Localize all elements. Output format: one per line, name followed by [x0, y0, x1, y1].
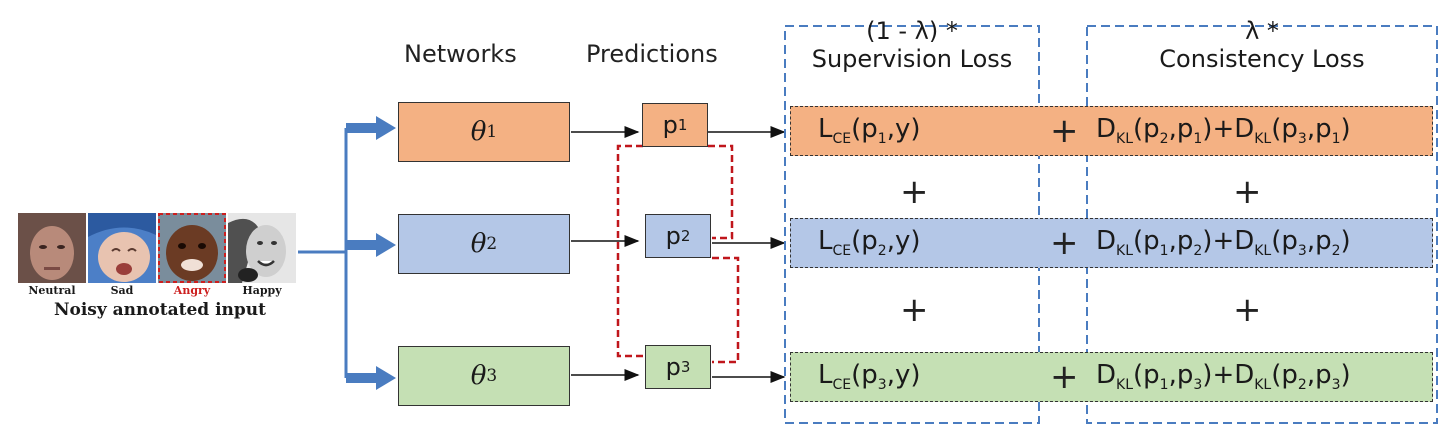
consistency-loss-term-1: DKL(p2,p1)+DKL(p3,p1)	[1096, 114, 1351, 148]
plus-sign-consistency-2: +	[1233, 290, 1262, 330]
plus-sign-row-2: +	[1050, 223, 1079, 263]
supervision-header: (1 - λ) * Supervision Loss	[786, 18, 1038, 72]
network-index: 1	[486, 122, 498, 142]
network-symbol: θ	[470, 361, 487, 391]
plus-sign-supervision-1: +	[900, 172, 929, 212]
face-image-angry	[158, 213, 226, 283]
consistency-loss-term-2: DKL(p1,p2)+DKL(p3,p2)	[1096, 226, 1351, 260]
plus-sign-row-1: +	[1050, 111, 1079, 151]
supervision-loss-term-3: LCE(p3,y)	[818, 360, 921, 394]
supervision-weight: (1 - λ) *	[866, 17, 958, 45]
plus-sign-row-3: +	[1050, 357, 1079, 397]
plus-sign-supervision-2: +	[900, 290, 929, 330]
face-image-happy	[228, 213, 296, 283]
supervision-title: Supervision Loss	[811, 45, 1013, 73]
consistency-title: Consistency Loss	[1159, 45, 1365, 73]
network-symbol: θ	[470, 117, 487, 147]
network-symbol: θ	[470, 229, 487, 259]
face-label-sad: Sad	[110, 284, 134, 297]
loss-row-3	[790, 352, 1433, 402]
supervision-loss-term-2: LCE(p2,y)	[818, 226, 921, 260]
networks-header: Networks	[404, 40, 517, 68]
loss-row-1	[790, 106, 1433, 156]
face-label-angry: Angry	[173, 284, 211, 297]
network-to-prediction-arrows	[571, 126, 640, 381]
consistency-weight: λ *	[1245, 17, 1279, 45]
loss-row-2	[790, 218, 1433, 268]
prediction-index: 3	[680, 358, 691, 376]
branch-arrow-2	[346, 233, 396, 257]
face-label-happy: Happy	[242, 284, 282, 297]
face-image-sad	[88, 213, 156, 283]
predictions-header: Predictions	[586, 40, 718, 68]
network-index: 2	[486, 234, 498, 254]
prediction-symbol: p	[665, 222, 681, 250]
prediction-symbol: p	[662, 111, 678, 139]
branch-arrow-3	[346, 366, 396, 390]
consistency-links	[616, 144, 740, 364]
input-caption: Noisy annotated input	[53, 300, 267, 320]
prediction-index: 1	[677, 116, 688, 134]
consistency-header: λ * Consistency Loss	[1088, 18, 1436, 72]
face-label-neutral: Neutral	[28, 284, 76, 297]
input-branch-arrows	[298, 116, 396, 390]
prediction-to-loss-arrows	[708, 126, 786, 383]
consistency-loss-term-3: DKL(p1,p3)+DKL(p2,p3)	[1096, 360, 1351, 394]
prediction-symbol: p	[665, 353, 681, 381]
network-index: 3	[486, 366, 498, 386]
face-image-neutral	[18, 213, 86, 283]
plus-sign-consistency-1: +	[1233, 172, 1262, 212]
prediction-index: 2	[680, 227, 691, 245]
branch-arrow-1	[346, 116, 396, 140]
supervision-loss-term-1: LCE(p1,y)	[818, 114, 921, 148]
